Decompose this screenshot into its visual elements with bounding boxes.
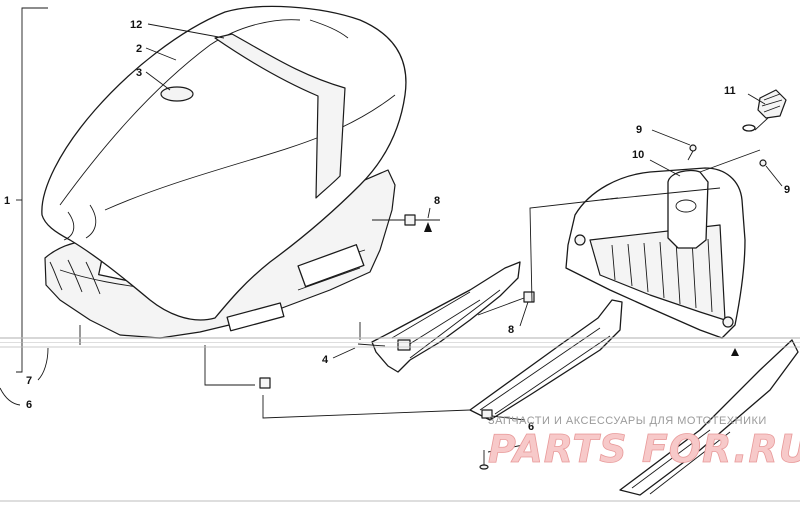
callout-8-upper: 8 — [434, 195, 440, 207]
callout-11: 11 — [724, 85, 736, 97]
screw-part-9: 9 9 — [636, 124, 790, 196]
seat-cushion — [41, 5, 407, 321]
callout-9-right: 9 — [784, 184, 790, 196]
clip-part-8-lower: 8 — [477, 291, 535, 336]
callout-7-right: 7 — [530, 443, 536, 455]
watermark-logo: PARTS FOR.RU — [488, 427, 800, 471]
callout-7-left: 7 — [26, 375, 32, 387]
side-rail-right: 6 — [469, 299, 799, 496]
callout-6-left: 6 — [26, 399, 32, 411]
fasteners-left: 6 7 — [0, 322, 471, 419]
assembly-guide-line — [529, 197, 619, 303]
callouts-cushion: 12 2 3 1 — [4, 19, 225, 207]
watermark-tagline: ЗАПЧАСТИ И АКСЕССУАРЫ ДЛЯ МОТОТЕХНИКИ — [488, 415, 767, 427]
assembly-bracket — [16, 7, 48, 373]
latch-part-11: 11 — [699, 85, 787, 173]
callout-3: 3 — [136, 67, 142, 79]
scan-noise-band — [0, 337, 800, 502]
callout-6-right: 6 — [528, 421, 534, 433]
callout-1: 1 — [4, 195, 10, 207]
clip-part-8-upper: 8 — [372, 195, 440, 232]
callout-12: 12 — [130, 19, 142, 31]
backrest-storage: 10 — [565, 149, 746, 356]
callout-9-upper: 9 — [636, 124, 642, 136]
side-rail-left: 4 — [322, 261, 521, 373]
watermark: ЗАПЧАСТИ И АКСЕССУАРЫ ДЛЯ МОТОТЕХНИКИ PA… — [488, 415, 800, 471]
callout-10: 10 — [632, 149, 644, 161]
callout-8-lower: 8 — [508, 324, 514, 336]
screw-part-7-right: 7 — [479, 443, 536, 470]
callout-2: 2 — [136, 43, 142, 55]
callout-4: 4 — [322, 354, 329, 366]
